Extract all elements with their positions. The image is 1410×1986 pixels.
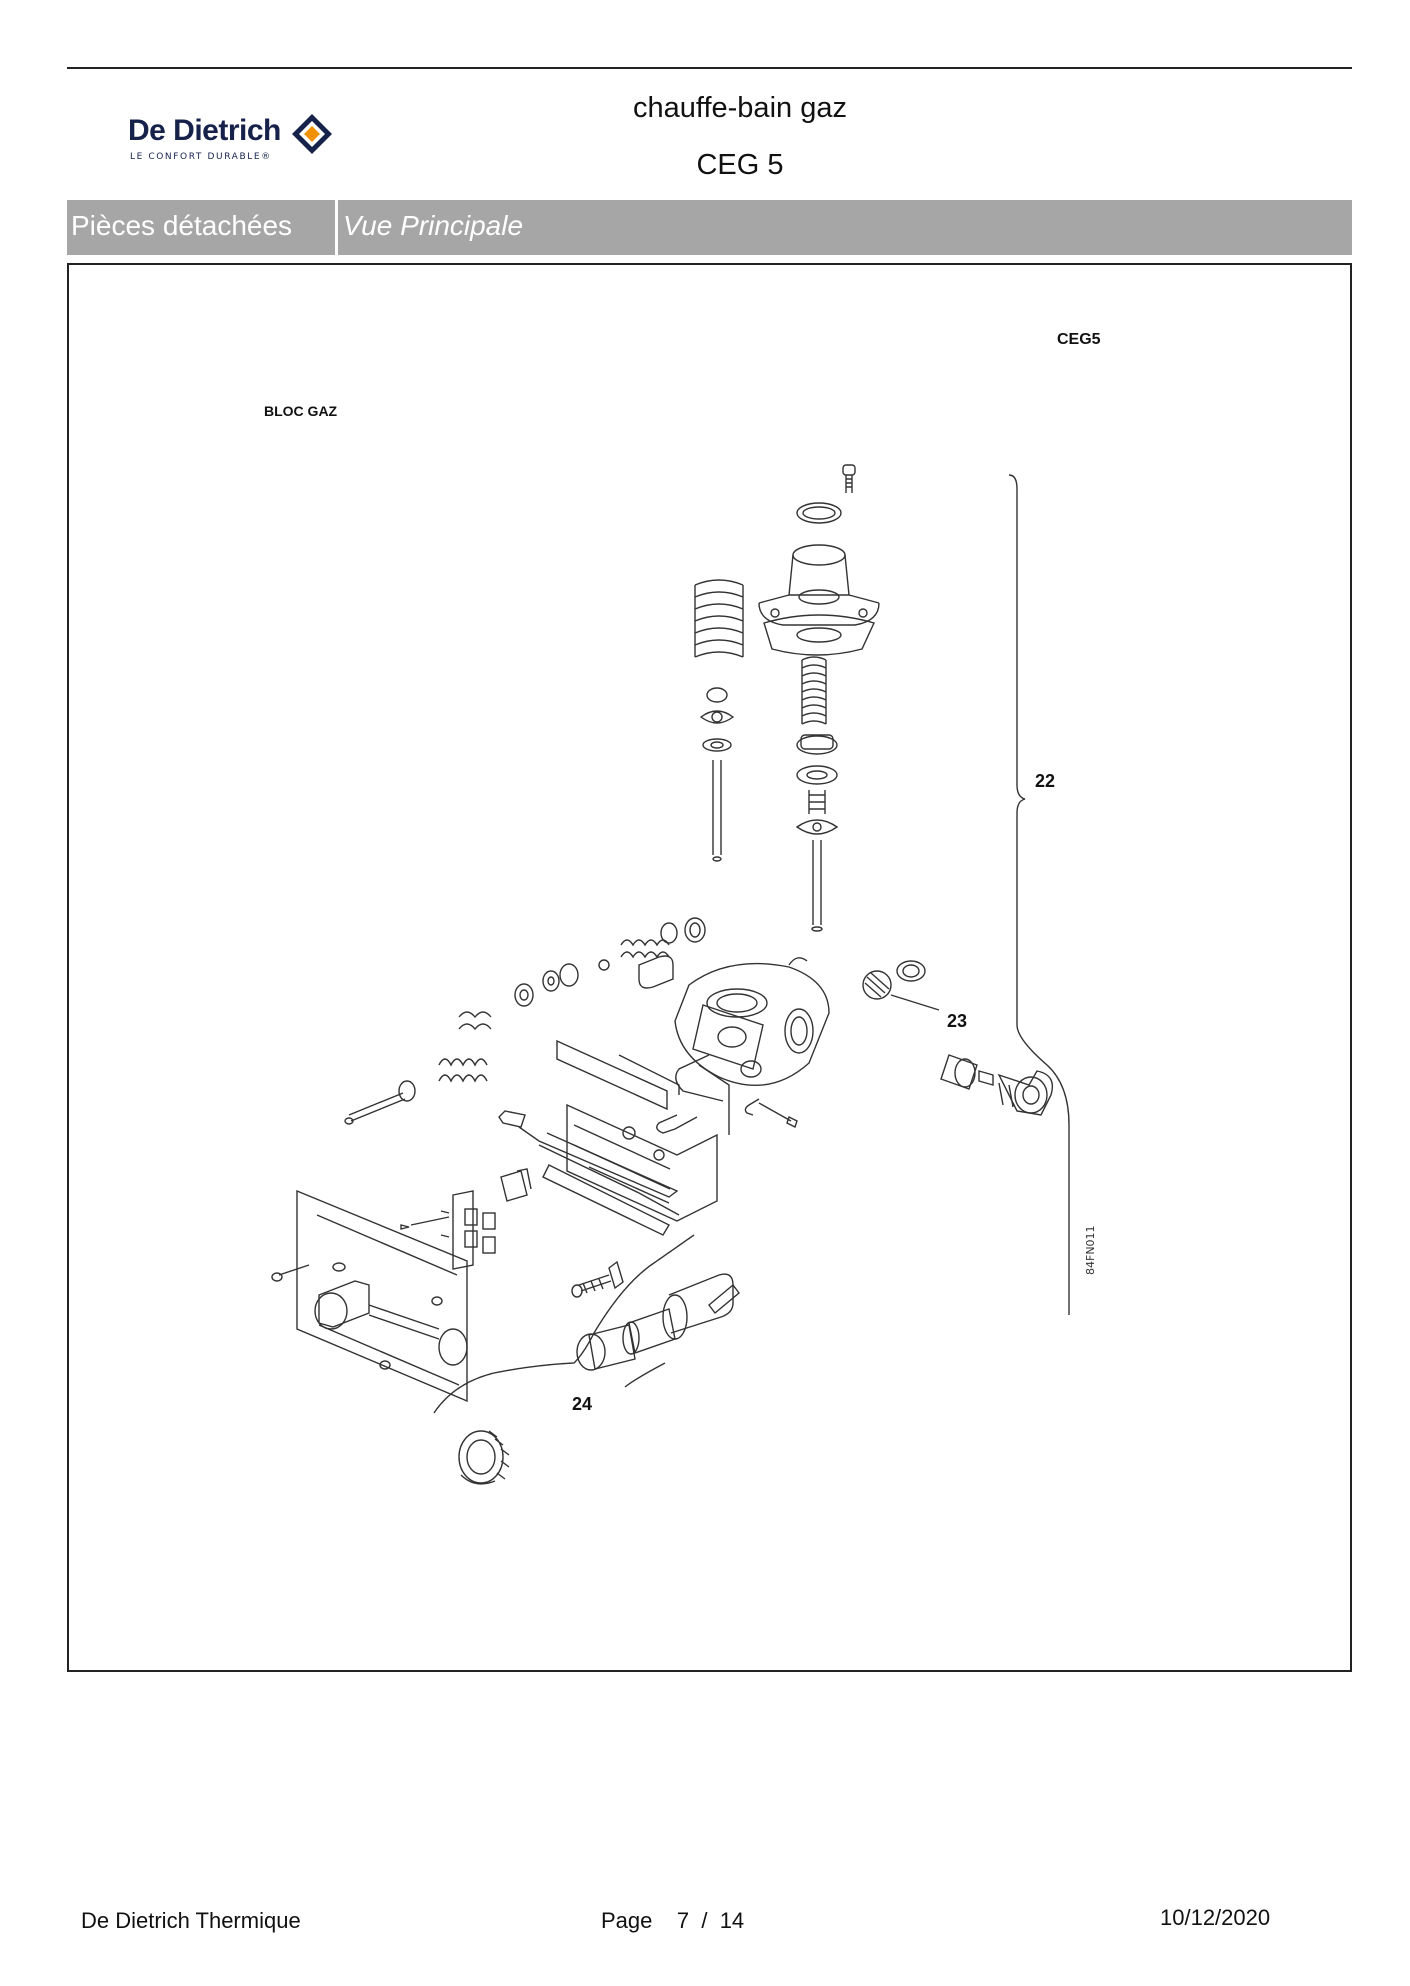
top-o-ring bbox=[796, 502, 842, 524]
footer-page-total: 14 bbox=[719, 1908, 745, 1933]
brand-diamond-icon bbox=[292, 114, 332, 154]
top-screw bbox=[842, 464, 856, 493]
bracket-22 bbox=[1008, 474, 1070, 1315]
document-model: CEG 5 bbox=[696, 149, 784, 181]
tab-vue-principale: Vue Principale bbox=[343, 210, 524, 241]
mounting-bracket bbox=[556, 1039, 730, 1222]
regulator-cover bbox=[758, 544, 880, 626]
diaphragm-gasket bbox=[763, 614, 875, 656]
piezo-igniter bbox=[576, 1273, 740, 1371]
side-valve-stack bbox=[344, 917, 706, 1125]
tab-separator bbox=[335, 200, 338, 255]
footer-page-number: Page 7 / 14 bbox=[601, 1908, 744, 1934]
brand-tagline: LE CONFORT DURABLE® bbox=[130, 152, 272, 162]
footer-date: 10/12/2020 bbox=[1160, 1905, 1271, 1930]
tab-pieces-detachees: Pièces détachées bbox=[71, 210, 293, 241]
drawing-assembly-label: BLOC GAZ bbox=[264, 403, 338, 419]
gasket-plate bbox=[692, 1004, 764, 1070]
regulator-spring bbox=[801, 656, 827, 725]
drawing-model-label: CEG5 bbox=[1057, 331, 1101, 348]
left-spring bbox=[694, 579, 744, 658]
contact-arm bbox=[498, 1110, 680, 1236]
document-title: chauffe-bain gaz bbox=[633, 92, 847, 124]
brand-name: De Dietrich bbox=[128, 114, 281, 147]
knurled-nut bbox=[458, 1430, 510, 1485]
strainer-23 bbox=[862, 960, 940, 1011]
callout-24: 24 bbox=[572, 1394, 593, 1414]
drawing-reference: 84FN011 bbox=[1084, 1225, 1097, 1275]
bracket-24 bbox=[433, 1234, 695, 1414]
exploded-view-frame: CEG5 BLOC GAZ 22 23 24 84FN011 bbox=[67, 263, 1352, 1672]
control-panel bbox=[271, 1189, 468, 1403]
top-rule bbox=[67, 67, 1352, 69]
section-tab-bar: Pièces détachées Vue Principale bbox=[67, 200, 1352, 255]
inlet-connector bbox=[940, 1054, 1054, 1116]
callout-23: 23 bbox=[947, 1011, 968, 1031]
thermocouple-screw bbox=[571, 1260, 624, 1298]
footer-page-separator: / bbox=[701, 1908, 708, 1933]
microswitch bbox=[400, 1168, 532, 1270]
footer-page-current: 7 bbox=[676, 1908, 690, 1933]
footer-company: De Dietrich Thermique bbox=[81, 1908, 301, 1933]
callout-22: 22 bbox=[1035, 771, 1056, 791]
exploded-view-drawing bbox=[271, 464, 1070, 1485]
brand-logo: De Dietrich LE CONFORT DURABLE® bbox=[128, 108, 368, 168]
footer-page-label: Page bbox=[601, 1908, 653, 1933]
